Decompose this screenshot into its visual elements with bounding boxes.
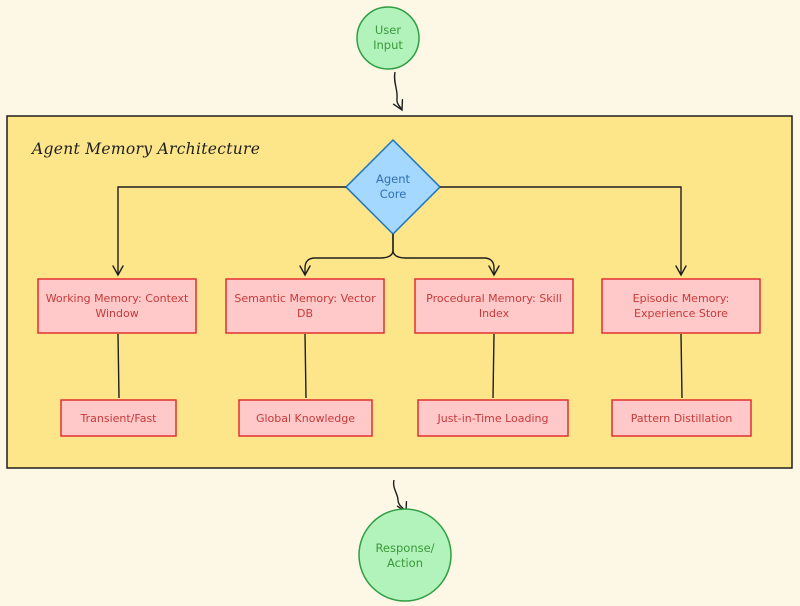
episodic-trait-label: Pattern Distillation [630, 411, 733, 425]
procedural-memory-label: Procedural Memory: Skill Index [426, 292, 562, 320]
branch-arrow-semantic [299, 234, 394, 277]
input-arrow [392, 71, 404, 112]
working-trait-label: Transient/Fast [80, 411, 157, 425]
agent-core-line2: Core [379, 187, 407, 201]
user-input-label: User Input [357, 20, 419, 56]
episodic-trait-box [611, 399, 752, 437]
branch-arrow-episodic [440, 186, 687, 277]
working-memory-label: Working Memory: Context Window [45, 292, 189, 320]
episodic-connector [680, 333, 683, 399]
working-trait-box [60, 399, 177, 437]
response-action-label: Response/ Action [365, 538, 445, 574]
semantic-trait-box [238, 399, 373, 437]
agent-core-label: Agent Core [360, 170, 426, 204]
output-arrow [392, 479, 408, 514]
semantic-trait-label: Global Knowledge [255, 411, 356, 425]
procedural-trait-box [417, 399, 569, 437]
diagram-title: Agent Memory Architecture [32, 140, 261, 158]
procedural-connector [492, 333, 495, 399]
user-input-node [356, 6, 420, 70]
procedural-memory-box [414, 278, 574, 334]
response-action-line2: Action [386, 556, 424, 570]
semantic-memory-label: Semantic Memory: Vector DB [234, 292, 376, 320]
response-action-node [358, 508, 452, 602]
working-memory-box [37, 278, 197, 334]
user-input-line1: User [374, 23, 402, 37]
branch-arrow-procedural [392, 234, 500, 277]
branch-arrow-working [112, 186, 346, 277]
semantic-connector [304, 333, 307, 399]
user-input-line2: Input [373, 38, 403, 52]
agent-core-line1: Agent [375, 172, 411, 186]
episodic-memory-label: Episodic Memory: Experience Store [632, 292, 730, 320]
procedural-trait-label: Just-in-Time Loading [437, 411, 549, 425]
working-connector [117, 333, 120, 399]
semantic-memory-box [225, 278, 385, 334]
episodic-memory-box [601, 278, 761, 334]
response-action-line1: Response/ [375, 541, 435, 555]
